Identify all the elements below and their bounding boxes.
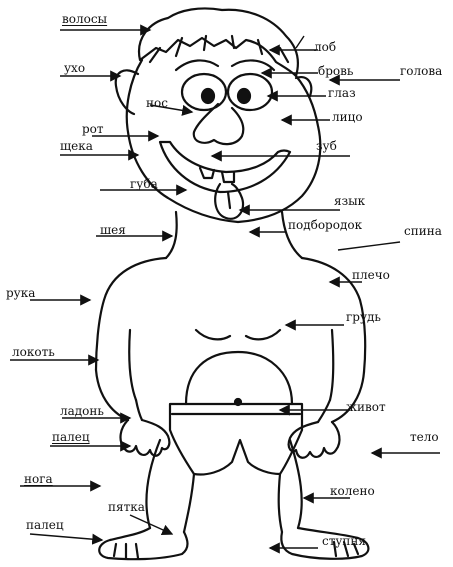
left-foot-drawing (99, 528, 187, 559)
label-sheya: шея (100, 223, 126, 237)
label-rot: рот (82, 122, 104, 136)
label-palets-foot: палец (26, 518, 64, 532)
label-grud: грудь (346, 310, 381, 324)
label-koleno: колено (330, 484, 375, 498)
label-golova: голова (400, 64, 442, 78)
arrow-pyatka (130, 515, 172, 534)
mouth-drawing (160, 142, 290, 192)
label-podborodok: подбородок (288, 218, 362, 232)
torso-outline (96, 258, 365, 372)
label-spina: спина (404, 224, 442, 238)
label-yazyk: язык (334, 194, 365, 208)
label-shcheka: щека (60, 139, 93, 153)
right-arm-drawing (318, 372, 364, 422)
label-glaz: глаз (328, 86, 356, 100)
label-stupnya: ступня (322, 534, 366, 548)
label-litso: лицо (332, 110, 363, 124)
label-ruka: рука (6, 286, 35, 300)
label-guba: губа (130, 177, 158, 191)
label-lob: лоб (314, 40, 336, 54)
label-ladon: ладонь (60, 404, 104, 418)
label-plecho: плечо (352, 268, 390, 282)
label-ukho: ухо (64, 61, 85, 75)
label-zub: зуб (316, 139, 337, 153)
label-brov: бровь (318, 64, 353, 78)
label-noga: нога (24, 472, 53, 486)
arrow-palets-foot (30, 534, 102, 540)
label-pyatka: пятка (108, 500, 145, 514)
right-hand-drawing (289, 422, 340, 458)
label-lokot: локоть (12, 345, 55, 359)
left-hand-drawing (121, 420, 170, 456)
label-zhivot: живот (346, 400, 386, 414)
label-volosy: волосы (62, 12, 107, 26)
left-leg-drawing (146, 440, 194, 532)
label-telo: тело (410, 430, 439, 444)
belly-drawing (186, 352, 292, 404)
label-nos: нос (146, 96, 168, 110)
label-palets-hand: палец (52, 430, 90, 444)
